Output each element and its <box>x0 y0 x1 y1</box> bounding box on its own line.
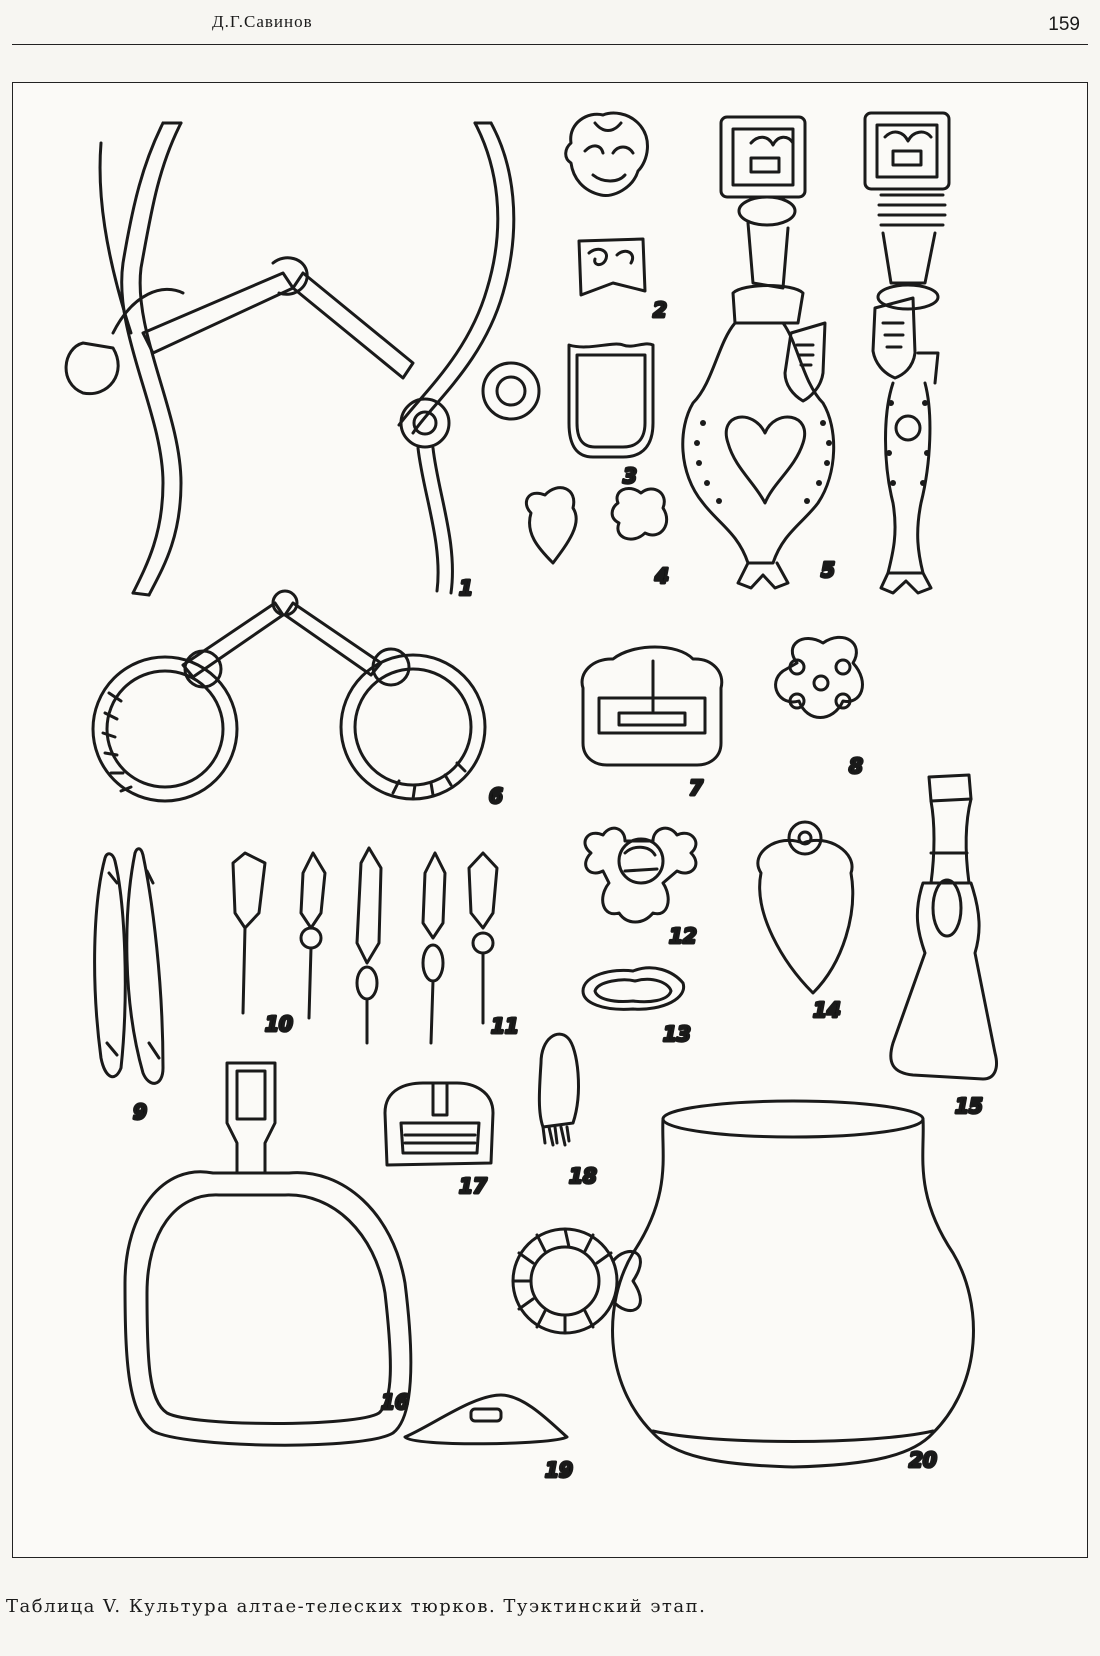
figure-label-6: 6 <box>489 784 503 808</box>
figure-label-1: 1 <box>459 576 473 600</box>
artifact-11-arrowheads <box>421 851 499 1045</box>
artifact-1-snaffle-bit <box>64 121 541 597</box>
artifact-15-axe <box>889 773 998 1081</box>
figure-label-10: 10 <box>265 1012 293 1036</box>
figure-label-5: 5 <box>821 558 835 582</box>
figure-label-13: 13 <box>663 1022 691 1046</box>
plate-caption: Таблица V. Культура алтае-телеских тюрко… <box>6 1596 707 1617</box>
artifact-5-belt-pendant <box>681 115 836 590</box>
figure-label-9: 9 <box>133 1100 147 1124</box>
artifact-19-pierced-plaque <box>403 1393 569 1446</box>
artifact-18-tip-fragment <box>537 1032 580 1147</box>
artifact-8-quatrefoil-plaque <box>774 636 864 719</box>
artifact-12-rosette-plaque <box>583 826 698 924</box>
figure-label-12: 12 <box>669 924 697 948</box>
artifact-4-leaf-plaques <box>525 486 669 565</box>
artifact-9-bone-plates <box>93 847 165 1085</box>
figure-label-3: 3 <box>623 464 637 488</box>
artifact-2-small-plaque <box>577 237 647 297</box>
artifact-20-vessel <box>511 1099 975 1469</box>
figure-label-17: 17 <box>459 1174 487 1198</box>
artifact-10-arrowheads <box>231 846 383 1045</box>
figure-label-2: 2 <box>653 298 667 322</box>
artifact-13-oval-plaque <box>581 966 686 1011</box>
illustration-plate: 1 2 3 4 <box>12 82 1088 1558</box>
artifact-3-shield-plaque <box>567 342 655 459</box>
artifact-5-belt-tongue <box>863 111 951 595</box>
artifact-16-handled-ring <box>123 1061 413 1447</box>
figure-label-7: 7 <box>689 776 703 800</box>
figure-label-19: 19 <box>545 1458 573 1482</box>
figure-label-4: 4 <box>654 564 669 588</box>
artifact-6-ringed-bit <box>91 589 487 803</box>
figure-label-16: 16 <box>381 1390 409 1414</box>
author-name: Д.Г.Савинов <box>212 12 313 31</box>
figure-label-11: 11 <box>491 1014 519 1038</box>
artifact-7-buckle <box>580 645 724 767</box>
figure-label-8: 8 <box>849 754 863 778</box>
artifact-17-small-buckle <box>383 1081 495 1167</box>
figure-label-14: 14 <box>813 998 841 1022</box>
running-head: Д.Г.Савинов 159 <box>12 0 1088 45</box>
figure-label-18: 18 <box>569 1164 597 1188</box>
artifact-2-mask-plaque <box>564 111 649 198</box>
figure-label-15: 15 <box>955 1094 983 1118</box>
page-number: 159 <box>1048 14 1080 35</box>
figure-label-20: 20 <box>909 1448 937 1472</box>
artifact-14-pendant <box>756 820 855 995</box>
